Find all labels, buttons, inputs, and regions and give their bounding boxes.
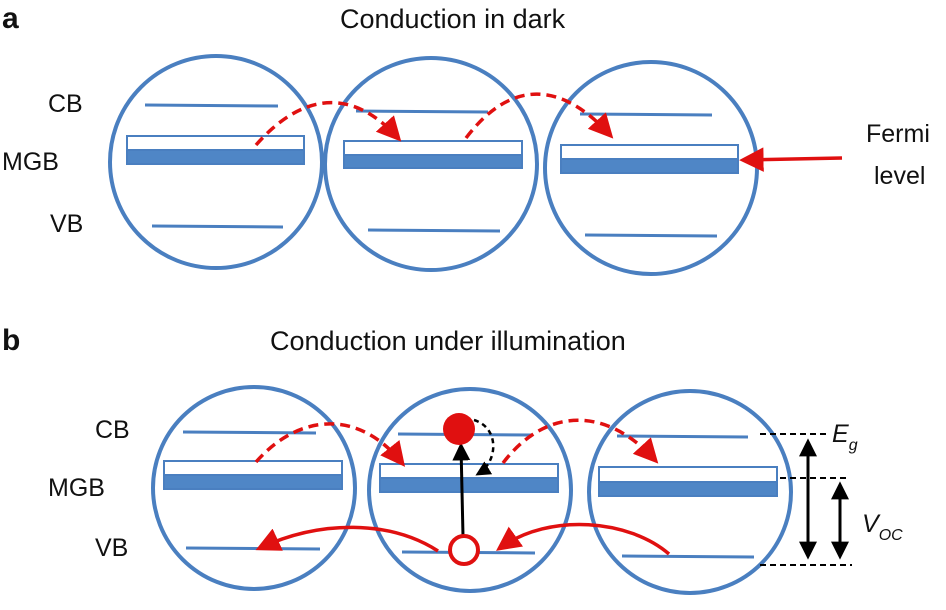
fermi-level-arrow: [739, 147, 843, 172]
electron-hop-arrow: [254, 422, 406, 467]
midgap-band-empty: [343, 140, 523, 156]
voc-label: VOC: [862, 510, 903, 544]
panel-a-title: Conduction in dark: [340, 4, 566, 34]
eg-label-sub: g: [849, 437, 858, 454]
voc-label-main: V: [862, 510, 881, 538]
midgap-band-filled: [126, 149, 305, 165]
panel-b-cb-label: CB: [95, 416, 130, 444]
midgap-band-empty: [126, 135, 305, 151]
conduction-band-line: [616, 434, 749, 439]
hole-circle: [448, 534, 480, 566]
panel-b-vb-label: VB: [95, 534, 128, 562]
midgap-band-filled: [343, 154, 523, 169]
midgap-band-filled: [560, 158, 739, 174]
electron-hop-arrow: [464, 92, 614, 140]
quantum-dot-circle: [151, 385, 357, 591]
eg-label-main: E: [832, 420, 849, 448]
valence-band-line: [185, 546, 321, 551]
panel-a-vb-label: VB: [50, 210, 83, 238]
conduction-band-line: [355, 109, 489, 114]
quantum-dot-circle: [587, 389, 793, 595]
voc-label-sub: OC: [879, 527, 903, 544]
valence-band-line: [621, 554, 755, 559]
quantum-dot-circle: [323, 56, 539, 272]
conduction-band-line: [579, 112, 713, 117]
midgap-band-empty: [379, 463, 559, 479]
panel-b-letter: b: [2, 324, 20, 357]
panel-a-cb-label: CB: [48, 90, 83, 118]
quantum-dot-circle: [367, 387, 573, 593]
hole-transport-arrow: [496, 522, 671, 556]
midgap-band-filled: [598, 481, 778, 497]
panel-a-mgb-label: MGB: [2, 148, 59, 176]
hole-transport-arrow: [255, 525, 439, 553]
electron-hop-arrow: [501, 418, 659, 465]
midgap-band-empty: [560, 144, 739, 160]
panel-a-letter: a: [2, 2, 19, 35]
midgap-band-empty: [163, 460, 343, 476]
valence-band-line: [151, 224, 284, 229]
valence-band-line: [584, 233, 718, 238]
quantum-dot-circle: [108, 54, 324, 270]
electron-hop-arrow: [254, 101, 402, 147]
electron-dot: [443, 413, 475, 445]
midgap-band-filled: [379, 477, 559, 493]
eg-label: Eg: [832, 420, 858, 454]
midgap-band-filled: [163, 474, 343, 490]
panel-b-mgb-label: MGB: [48, 474, 105, 502]
panel-b-title: Conduction under illumination: [270, 326, 626, 356]
excitation-arrow: [452, 442, 471, 537]
fermi-label-line2: level: [874, 162, 925, 190]
midgap-band-empty: [598, 466, 778, 483]
fermi-label-line1: Fermi: [866, 120, 930, 148]
conduction-band-line: [144, 103, 279, 108]
valence-band-line: [367, 228, 501, 233]
